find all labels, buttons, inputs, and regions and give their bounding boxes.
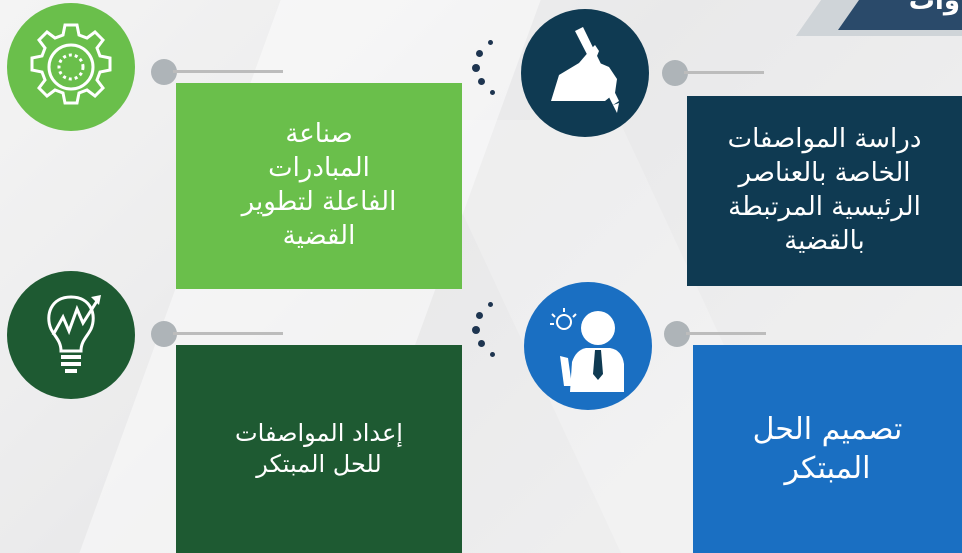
- connector-knob: [662, 60, 688, 86]
- dots-connector: [470, 302, 500, 362]
- step-card-prepare: إعداد المواصفات للحل المبتكر: [176, 345, 462, 553]
- hand-pen-icon: [551, 27, 619, 113]
- connector-knob: [664, 321, 690, 347]
- connector-line: [686, 332, 766, 335]
- hand-pen-icon-circle: [521, 9, 649, 137]
- step-text-initiatives: صناعة المبادرات الفاعلة لتطوير القضية: [241, 119, 397, 251]
- step-text-design: تصميم الحل المبتكر: [752, 412, 903, 486]
- step-card-initiatives: صناعة المبادرات الفاعلة لتطوير القضية: [176, 83, 462, 289]
- step-text-study: دراسة المواصفات الخاصة بالعناصر الرئيسية…: [727, 124, 922, 256]
- businessman-idea-icon-circle: [524, 282, 652, 410]
- step-text-prepare: إعداد المواصفات للحل المبتكر: [235, 418, 403, 478]
- header-title: وات: [908, 0, 960, 16]
- connector-knob: [151, 59, 177, 85]
- dots-connector: [470, 40, 500, 100]
- lightbulb-growth-icon: [47, 295, 101, 373]
- gear-icon: [30, 23, 112, 105]
- connector-line: [173, 70, 283, 73]
- connector-knob: [151, 321, 177, 347]
- lightbulb-growth-icon-circle: [7, 271, 135, 399]
- connector-line: [684, 71, 764, 74]
- connector-line: [173, 332, 283, 335]
- step-card-study: دراسة المواصفات الخاصة بالعناصر الرئيسية…: [687, 96, 962, 286]
- step-card-design: تصميم الحل المبتكر: [693, 345, 962, 553]
- businessman-idea-icon: [550, 308, 624, 392]
- gear-icon-circle: [7, 3, 135, 131]
